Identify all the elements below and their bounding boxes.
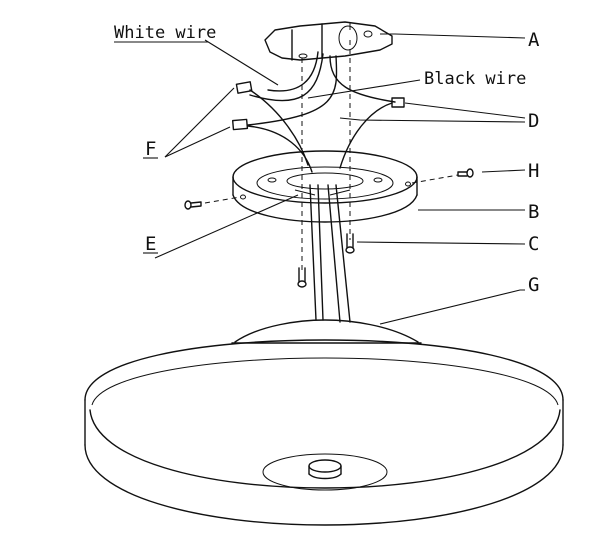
screw-left xyxy=(184,200,202,210)
white-wire-label: White wire xyxy=(114,23,216,43)
supply-wires xyxy=(247,51,396,126)
black-wire-label: Black wire xyxy=(424,69,526,89)
label-d: D xyxy=(528,110,539,132)
fixture-wires xyxy=(247,89,393,323)
label-a: A xyxy=(528,29,540,51)
mounting-bracket xyxy=(264,21,393,61)
fixture-body xyxy=(84,319,564,526)
label-h: H xyxy=(528,160,539,182)
label-c: C xyxy=(528,233,539,255)
label-b: B xyxy=(528,201,539,223)
label-f: F xyxy=(145,138,156,160)
screw-h xyxy=(457,168,474,178)
wire-connectors xyxy=(231,81,405,131)
guide-lines xyxy=(204,40,459,270)
screw-bottom xyxy=(297,267,307,288)
label-g: G xyxy=(528,274,539,296)
canopy-ring xyxy=(232,150,418,223)
screw-c xyxy=(345,233,355,254)
label-e: E xyxy=(145,233,156,255)
leader-lines xyxy=(154,33,526,325)
